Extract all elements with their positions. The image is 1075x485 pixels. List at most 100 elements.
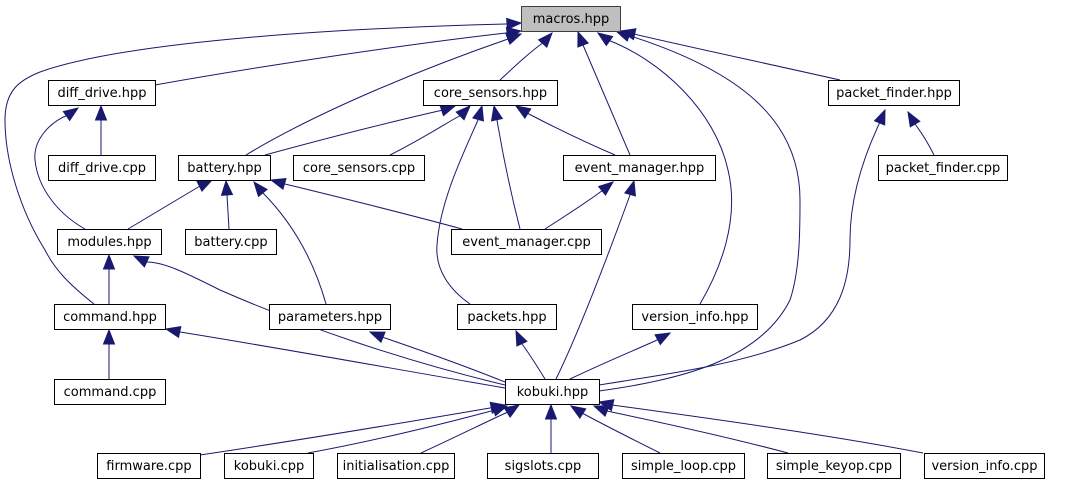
edge-line [4,23,507,305]
arrowhead-icon [102,328,116,345]
arrowhead-icon [455,105,471,121]
node-box[interactable] [269,304,391,330]
edge-battery-hpp-to-macros-hpp [245,33,523,156]
node-box[interactable] [457,304,557,330]
arrowhead-icon [505,33,523,46]
arrowhead-icon [503,404,521,419]
node-box[interactable] [521,6,621,32]
arrowhead-icon [132,255,150,268]
node-label: core_sensors.cpp [303,161,415,176]
node-box[interactable] [54,304,166,330]
node-box[interactable] [178,155,271,181]
node-simple-loop-cpp[interactable]: simple_loop.cpp [622,453,745,479]
edge-line [284,183,463,230]
node-diff-drive-hpp[interactable]: diff_drive.hpp [48,80,156,106]
node-parameters-hpp[interactable]: parameters.hpp [269,304,391,330]
edge-event-manager-cpp-to-core-sensors-hpp [490,104,521,230]
node-version-info-cpp[interactable]: version_info.cpp [924,453,1045,479]
node-box[interactable] [54,379,166,405]
edge-line [914,123,935,156]
node-box[interactable] [451,229,602,255]
arrowhead-icon [624,179,637,197]
node-macros-hpp[interactable]: macros.hpp [521,6,621,32]
node-box[interactable] [423,80,558,106]
edge-line [127,185,201,230]
node-box[interactable] [878,155,1008,181]
node-simple-keyop-cpp[interactable]: simple_keyop.cpp [767,453,901,479]
edge-simple-loop-cpp-to-kobuki-hpp [569,405,661,454]
arrowhead-icon [592,405,610,418]
edge-core-sensors-cpp-to-core-sensors-hpp [389,105,471,156]
edge-firmware-cpp-to-kobuki-hpp [199,401,507,456]
node-event-manager-hpp[interactable]: event_manager.hpp [563,155,716,181]
node-box[interactable] [767,453,901,479]
edge-line [607,39,733,305]
node-initialisation-cpp[interactable]: initialisation.cpp [337,453,455,479]
nodes-layer: macros.hpp diff_drive.hpp core_sensors.hpp… [48,6,1045,479]
edge-event-manager-hpp-to-macros-hpp [577,30,631,156]
node-box[interactable] [622,453,745,479]
node-event-manager-cpp[interactable]: event_manager.cpp [451,229,602,255]
node-label: battery.cpp [194,235,267,250]
node-version-info-hpp[interactable]: version_info.hpp [632,304,758,330]
arrowhead-icon [873,108,886,126]
edge-command-hpp-to-macros-hpp [4,17,523,305]
edge-line [154,32,507,86]
node-box[interactable] [185,229,277,255]
node-kobuki-hpp[interactable]: kobuki.hpp [505,379,600,405]
arrowhead-icon [164,325,182,339]
node-box[interactable] [924,453,1045,479]
node-box[interactable] [563,155,716,181]
edge-kobuki-hpp-to-modules-hpp [132,255,506,386]
node-battery-cpp[interactable]: battery.cpp [185,229,277,255]
node-packet-finder-cpp[interactable]: packet_finder.cpp [878,155,1008,181]
node-command-hpp[interactable]: command.hpp [54,304,166,330]
edge-line [569,339,658,380]
node-box[interactable] [224,453,314,479]
node-box[interactable] [57,229,162,255]
arrowhead-icon [102,253,116,270]
node-box[interactable] [97,453,201,479]
node-box[interactable] [632,304,758,330]
edge-line [582,44,631,156]
edge-version-info-hpp-to-macros-hpp [596,32,733,305]
node-core-sensors-hpp[interactable]: core_sensors.hpp [423,80,558,106]
edge-version-info-cpp-to-kobuki-hpp [597,399,924,454]
node-diff-drive-cpp[interactable]: diff_drive.cpp [48,155,156,181]
node-box[interactable] [293,155,425,181]
node-battery-hpp[interactable]: battery.hpp [178,155,271,181]
node-sigslots-cpp[interactable]: sigslots.cpp [487,453,599,479]
arrowhead-icon [569,405,587,420]
node-label: battery.hpp [187,161,261,176]
edge-line [261,191,327,305]
edge-line [581,412,661,454]
edge-command-cpp-to-command-hpp [102,328,116,379]
edge-modules-hpp-to-diff-drive-hpp [34,107,86,230]
node-label: event_manager.cpp [462,235,591,250]
node-box[interactable] [48,155,156,181]
edge-line [436,119,479,305]
node-label: sigslots.cpp [505,459,582,474]
edge-line [633,33,841,81]
node-label: command.cpp [64,385,157,400]
node-packets-hpp[interactable]: packets.hpp [457,304,557,330]
edge-line [384,337,506,383]
node-packet-finder-hpp[interactable]: packet_finder.hpp [828,80,960,106]
edge-line [199,407,491,456]
node-core-sensors-cpp[interactable]: core_sensors.cpp [293,155,425,181]
node-kobuki-cpp[interactable]: kobuki.cpp [224,453,314,479]
node-box[interactable] [337,453,455,479]
edge-line [598,33,801,392]
node-command-cpp[interactable]: command.cpp [54,379,166,405]
edge-sigslots-cpp-to-kobuki-hpp [544,403,558,453]
arrowhead-icon [596,32,614,47]
node-firmware-cpp[interactable]: firmware.cpp [97,453,201,479]
node-label: parameters.hpp [278,310,382,325]
arrowhead-icon [439,104,457,117]
node-box[interactable] [505,379,600,405]
edge-kobuki-hpp-to-packet-finder-hpp [598,108,886,386]
node-box[interactable] [828,80,960,106]
node-modules-hpp[interactable]: modules.hpp [57,229,162,255]
node-box[interactable] [48,80,156,106]
node-box[interactable] [487,453,599,479]
